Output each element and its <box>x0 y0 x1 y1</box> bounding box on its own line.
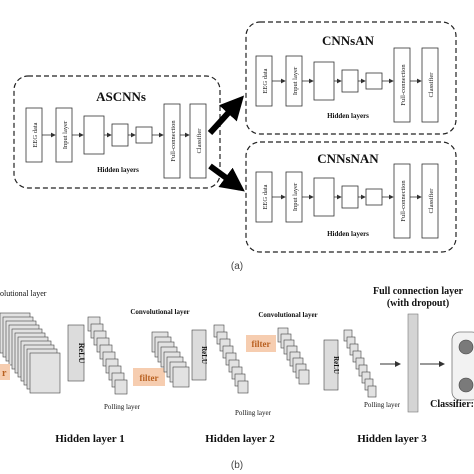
fc-label-line2: (with dropout) <box>387 298 449 309</box>
filter-box-1 <box>133 368 165 386</box>
ascnns-hidden-1 <box>83 115 105 155</box>
cnnsan-fc-box <box>393 47 411 123</box>
conv-label-1: olutional layer <box>0 289 47 298</box>
conv-label-3: Convolutional layer <box>258 311 317 319</box>
cnnsan-hidden-2 <box>341 69 359 93</box>
classifier-node-1 <box>458 339 474 355</box>
relu-label-2: ReLU <box>200 346 208 364</box>
ascnns-frame <box>13 75 221 189</box>
pool-stack-1 <box>87 316 128 395</box>
ascnns-input-label: Input layer <box>62 120 69 149</box>
cnnsnan-hidden-label: Hidden layers <box>327 230 369 238</box>
pool-label-3: Polling layer <box>364 401 401 409</box>
cnnsan-hidden-1 <box>313 61 335 101</box>
cnnsan-classifier-label: Classifier <box>428 72 435 98</box>
relu-box-1 <box>67 324 85 382</box>
ascnns-classifier-label: Classifier <box>196 128 203 154</box>
cnnsnan-classifier-label: Classifier <box>428 188 435 214</box>
pool-stack-2 <box>213 324 249 394</box>
cnnsan-title: CNNsAN <box>322 33 375 48</box>
conv-stack-2 <box>151 331 190 388</box>
cnnsnan-hidden-1 <box>313 177 335 217</box>
cnnsnan-fc-label: Full-connection <box>400 180 407 222</box>
cnnsnan-group: CNNsNAN EEG data Input layer Full-connec… <box>245 141 457 253</box>
cnnsan-fc-label: Full-connection <box>400 64 407 106</box>
filter-box-2 <box>246 335 276 352</box>
ascnns-fc-box <box>163 103 181 179</box>
filter-label-2: filter <box>252 339 271 349</box>
ascnns-classifier-box <box>189 103 207 179</box>
fc-label-line1: Full connection layer <box>373 286 464 297</box>
cnnsnan-hidden-2 <box>341 185 359 209</box>
relu-box-2 <box>191 329 207 381</box>
pool-label-2: Polling layer <box>235 409 272 417</box>
ascnns-group: ASCNNs EEG data Input layer Full-connect… <box>13 75 221 189</box>
conv-label-2: Convolutional layer <box>130 308 189 316</box>
ascnns-hidden-2 <box>111 123 129 147</box>
pool-label-1: Polling layer <box>104 403 141 411</box>
cnnsan-input-label: Input layer <box>292 66 299 95</box>
ascnns-title: ASCNNs <box>96 89 146 104</box>
pool-stack-3 <box>343 329 377 398</box>
hidden-layer-2-label: Hidden layer 2 <box>205 433 275 445</box>
conv-stack-3 <box>277 327 310 385</box>
cnnsan-classifier-box <box>421 47 439 123</box>
filter-partial-box <box>0 364 10 380</box>
cnnsnan-eeg-label: EEG data <box>262 184 269 209</box>
cnnsan-hidden-3 <box>365 72 383 90</box>
caption-b: (b) <box>231 460 243 471</box>
arrow-to-cnnsnan <box>208 163 245 192</box>
relu-label-3: ReLU <box>332 356 340 374</box>
cnnsnan-title: CNNsNAN <box>317 151 379 166</box>
cnnsnan-classifier-box <box>421 163 439 239</box>
classifier-label: Classifier: <box>430 399 474 410</box>
conv-stack-1 <box>0 312 61 394</box>
ascnns-hidden-3 <box>135 126 153 144</box>
caption-a: (a) <box>231 261 243 272</box>
cnnsnan-input-label: Input layer <box>292 182 299 211</box>
hidden-layer-3-label: Hidden layer 3 <box>357 433 427 445</box>
ascnns-fc-label: Full-connection <box>170 120 177 162</box>
cnnsan-eeg-label: EEG data <box>262 68 269 93</box>
cnnsan-group: CNNsAN EEG data Input layer Full-connect… <box>245 21 457 135</box>
filter-partial-text: r <box>2 368 7 379</box>
ascnns-eeg-label: EEG data <box>32 122 39 147</box>
classifier-node-2 <box>458 377 474 393</box>
cnnsan-hidden-label: Hidden layers <box>327 112 369 120</box>
arrow-to-cnnsan <box>207 95 245 136</box>
cnnsan-frame <box>245 21 457 135</box>
cnnsnan-fc-box <box>393 163 411 239</box>
filter-label-1: filter <box>140 373 159 383</box>
hidden-layer-1-label: Hidden layer 1 <box>55 433 124 445</box>
relu-label-1: ReLU <box>77 343 86 364</box>
fc-bar <box>407 313 419 413</box>
ascnns-hidden-label: Hidden layers <box>97 166 139 174</box>
cnnsnan-frame <box>245 141 457 253</box>
relu-box-3 <box>323 339 339 391</box>
cnnsnan-hidden-3 <box>365 188 383 206</box>
